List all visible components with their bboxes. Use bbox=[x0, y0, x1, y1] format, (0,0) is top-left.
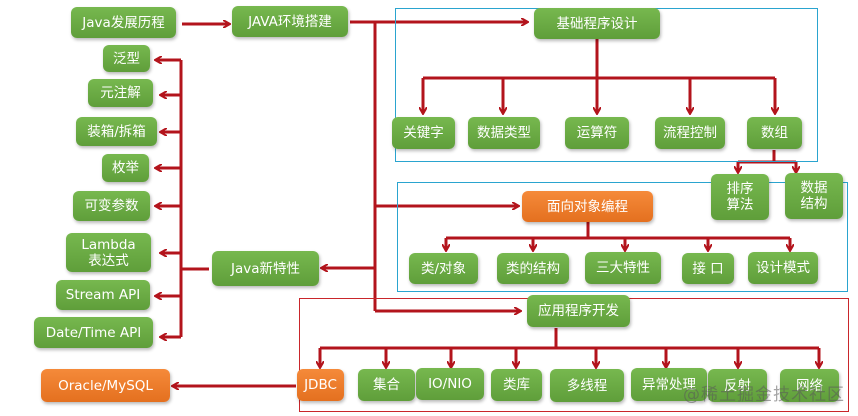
node-flow-control: 流程控制 bbox=[655, 117, 725, 149]
node-interface: 接 口 bbox=[682, 253, 734, 284]
node-jdbc: JDBC bbox=[297, 369, 344, 401]
watermark-text: @稀土掘金技术社区 bbox=[683, 385, 845, 405]
node-basic-programming: 基础程序设计 bbox=[534, 8, 660, 39]
node-operators: 运算符 bbox=[565, 117, 629, 149]
node-java-new-features: Java新特性 bbox=[212, 251, 319, 286]
node-java-history: Java发展历程 bbox=[71, 7, 176, 38]
node-generics: 泛型 bbox=[103, 45, 150, 72]
node-boxing: 装箱/拆箱 bbox=[76, 117, 157, 146]
node-lambda: Lambda 表达式 bbox=[66, 233, 151, 272]
node-reflection: 反射 bbox=[708, 369, 767, 402]
node-varargs: 可变参数 bbox=[73, 191, 150, 221]
node-class-object: 类/对象 bbox=[409, 253, 478, 284]
node-libraries: 类库 bbox=[491, 369, 542, 401]
node-io-nio: IO/NIO bbox=[416, 368, 484, 400]
node-annotations: 元注解 bbox=[88, 79, 153, 107]
node-datetime-api: Date/Time API bbox=[34, 317, 153, 348]
node-sorting: 排序 算法 bbox=[711, 174, 769, 220]
node-networking: 网络 bbox=[780, 369, 839, 402]
oop-group-frame bbox=[397, 182, 848, 292]
node-keywords: 关键字 bbox=[392, 117, 455, 149]
node-three-features: 三大特性 bbox=[585, 252, 661, 284]
node-oop: 面向对象编程 bbox=[522, 191, 653, 222]
node-class-structure: 类的结构 bbox=[497, 253, 569, 284]
node-enums: 枚举 bbox=[102, 154, 149, 182]
node-arrays: 数组 bbox=[747, 117, 802, 149]
node-multithreading: 多线程 bbox=[550, 369, 624, 402]
node-oracle-mysql: Oracle/MySQL bbox=[41, 369, 170, 402]
node-java-env: JAVA环境搭建 bbox=[232, 6, 348, 37]
node-exception-handling: 异常处理 bbox=[631, 368, 707, 401]
node-app-dev: 应用程序开发 bbox=[527, 295, 630, 327]
node-design-patterns: 设计模式 bbox=[748, 252, 818, 284]
node-collections: 集合 bbox=[358, 369, 415, 401]
node-data-structures: 数据 结构 bbox=[785, 173, 843, 219]
node-data-types: 数据类型 bbox=[468, 117, 540, 149]
node-stream-api: Stream API bbox=[56, 280, 150, 310]
